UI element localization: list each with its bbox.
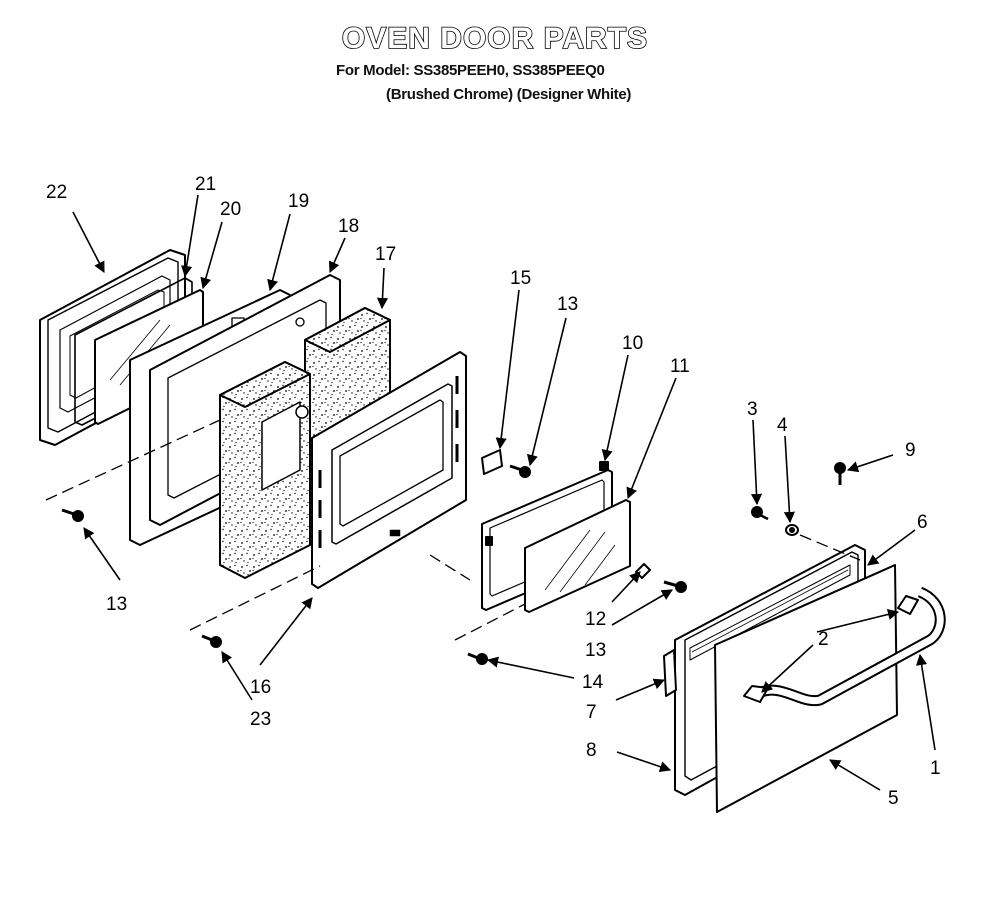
callout-18: 18 xyxy=(338,216,359,237)
part-3-washer xyxy=(751,506,769,521)
callout-4: 4 xyxy=(777,415,788,436)
part-13-screw-c xyxy=(61,508,84,522)
part-13-screw-b xyxy=(663,580,687,593)
part-9-screw xyxy=(834,462,846,485)
callout-10: 10 xyxy=(622,333,643,354)
part-2-handle-mount-b xyxy=(897,595,919,615)
callout-14: 14 xyxy=(582,672,604,693)
callout-13-right: 13 xyxy=(585,640,606,661)
callout-15: 15 xyxy=(510,268,531,289)
part-14-screw xyxy=(467,652,488,665)
part-17-insulation xyxy=(219,307,391,579)
leader-arrows xyxy=(72,194,936,791)
callout-22: 22 xyxy=(46,182,67,203)
callout-6: 6 xyxy=(917,512,928,533)
finish-line: (Brushed Chrome) (Designer White) xyxy=(386,86,632,103)
part-5-door-panel xyxy=(714,564,898,813)
callout-7: 7 xyxy=(586,702,597,723)
model-line: For Model: SS385PEEH0, SS385PEEQ0 xyxy=(336,62,605,79)
diagram-title: OVEN DOOR PARTS xyxy=(341,21,649,56)
callout-13-left: 13 xyxy=(106,594,127,615)
callout-21: 21 xyxy=(195,174,216,195)
callout-11: 11 xyxy=(670,356,690,377)
callout-9: 9 xyxy=(905,440,916,461)
callout-8: 8 xyxy=(586,740,597,761)
part-16-inner-door-panel xyxy=(311,351,467,589)
callout-2: 2 xyxy=(818,629,829,650)
callout-3: 3 xyxy=(747,399,758,420)
part-7-trim xyxy=(663,649,677,697)
callout-23: 23 xyxy=(250,709,271,730)
part-23-screw xyxy=(201,634,222,648)
callout-19: 19 xyxy=(288,191,309,212)
callout-12: 12 xyxy=(585,609,606,630)
part-15-bracket xyxy=(481,449,503,475)
callout-16: 16 xyxy=(250,677,271,698)
callout-5: 5 xyxy=(888,788,899,809)
part-4-spacer xyxy=(785,524,799,536)
assembly-lines xyxy=(45,419,861,641)
callout-13-top: 13 xyxy=(557,294,578,315)
callout-1: 1 xyxy=(930,758,941,779)
callout-20: 20 xyxy=(220,199,241,220)
part-1-handle xyxy=(752,586,946,707)
callout-17: 17 xyxy=(375,244,396,265)
callout-labels: 22 21 20 19 18 17 15 13 10 11 3 4 9 6 13… xyxy=(46,174,941,809)
part-13-screw-a xyxy=(509,464,531,478)
part-12-clip xyxy=(635,563,651,579)
part-11-glass-pane xyxy=(524,499,631,613)
